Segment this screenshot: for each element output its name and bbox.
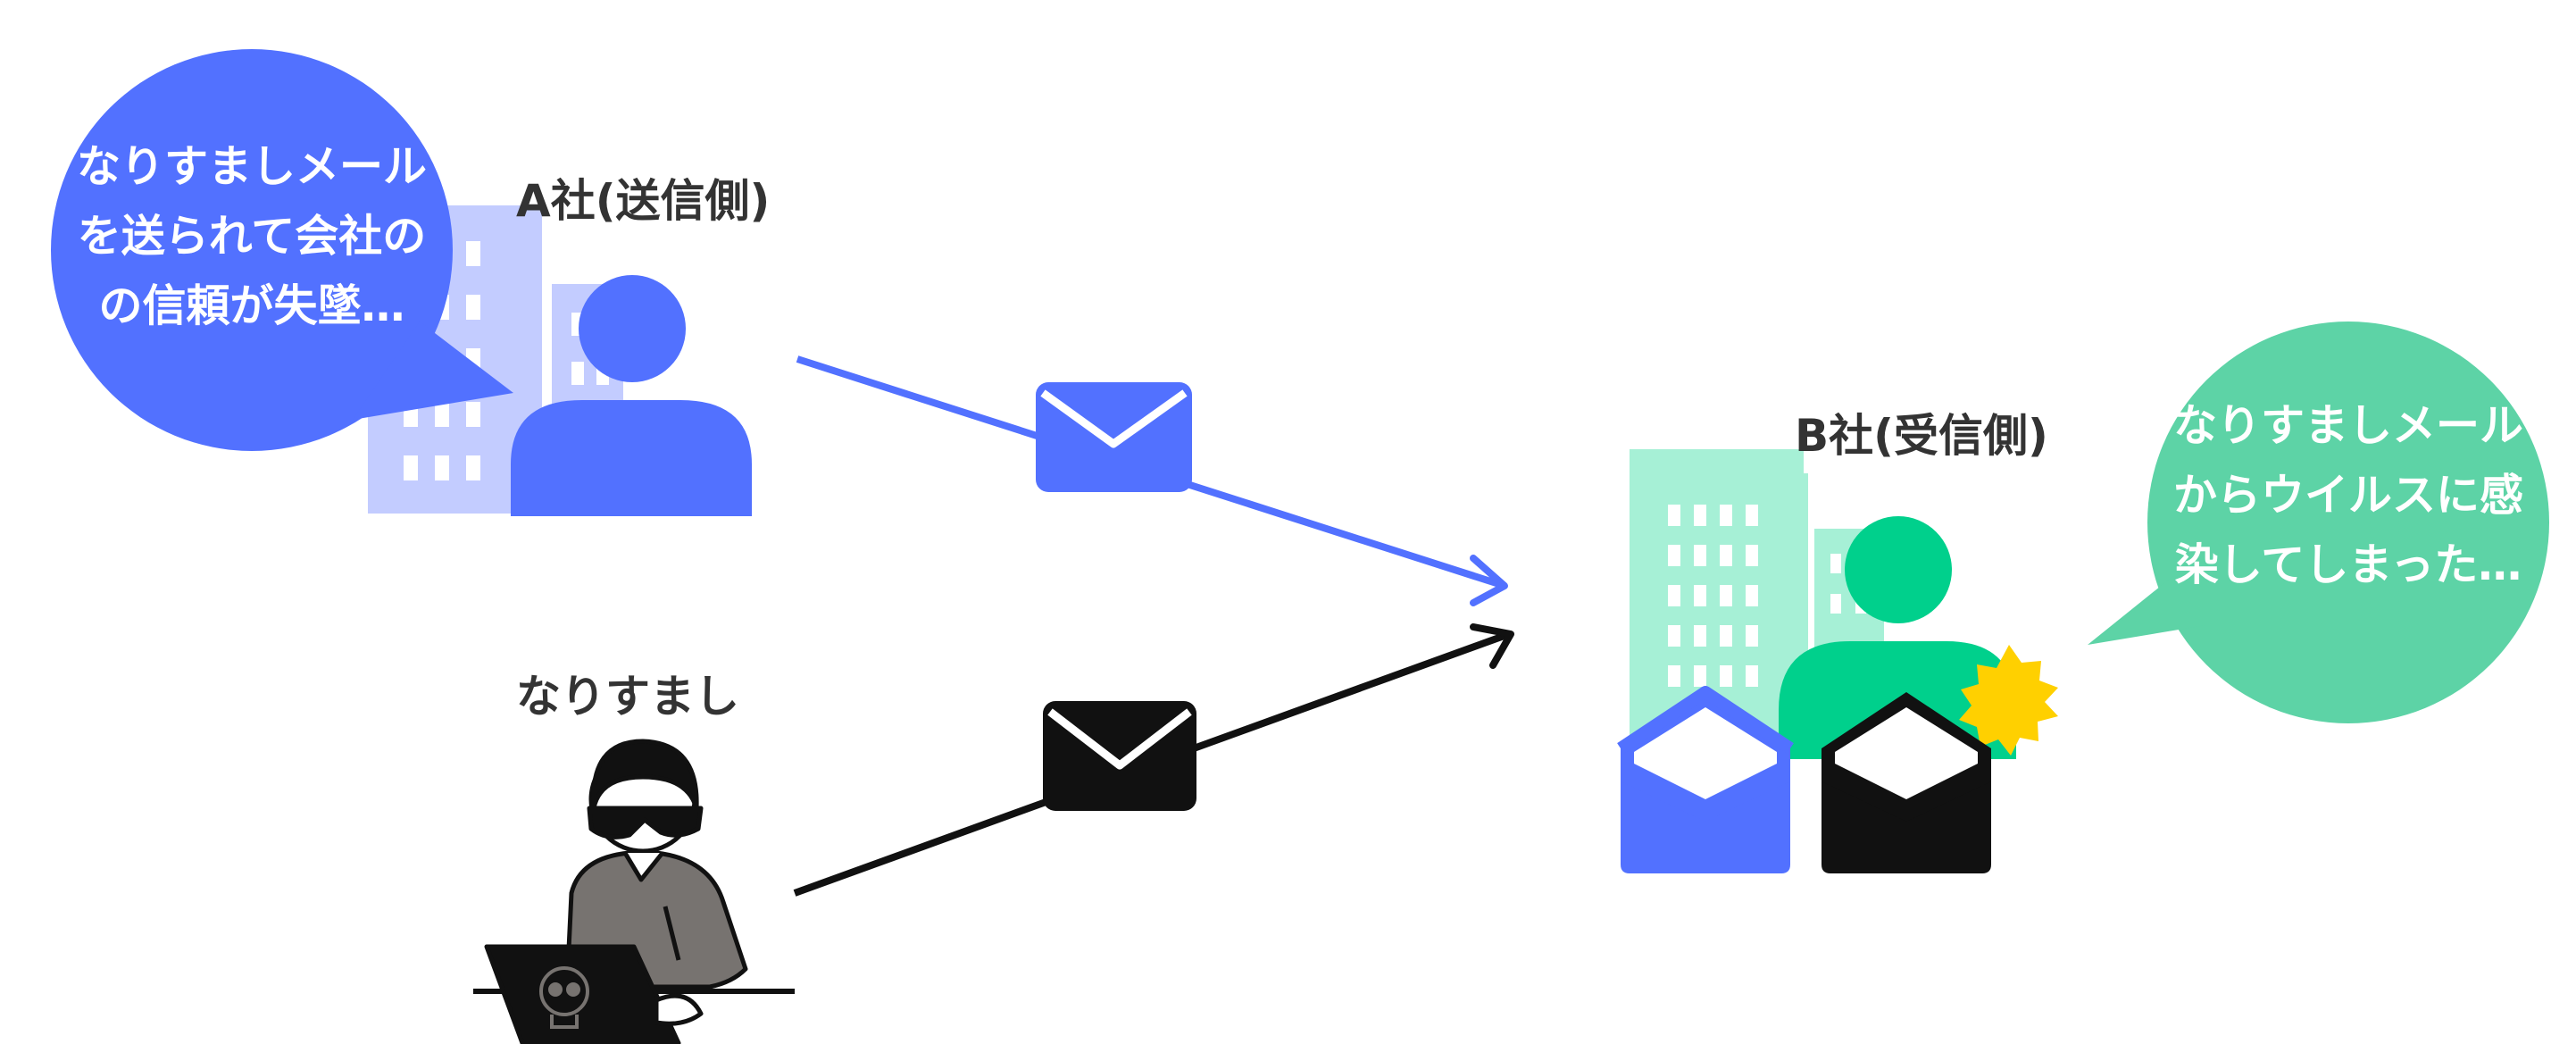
receiver-label: B社(受信側) <box>1795 410 2048 462</box>
receiver-bubble-line: 染してしまった… <box>2174 539 2522 590</box>
receiver-speech-bubble <box>2088 322 2549 723</box>
virus-burst-icon <box>1959 645 2058 756</box>
sender-bubble-text: なりすましメール を送られて会社の の信頼が失墜… <box>55 132 448 341</box>
sender-bubble-line: なりすましメール <box>76 141 427 192</box>
sender-bubble-line: を送られて会社の <box>77 211 427 262</box>
receiver-bubble-line: なりすましメール <box>2172 400 2523 451</box>
impersonator-label: なりすまし <box>516 671 739 722</box>
sender-person-icon <box>511 275 752 516</box>
receiver-bubble-text: なりすましメール からウイルスに感 染してしまった… <box>2147 391 2549 600</box>
sender-label: A社(送信側) <box>516 175 771 227</box>
spoofed-envelope-icon <box>1043 701 1196 811</box>
skull-icon <box>539 966 589 1029</box>
sender-speech-bubble <box>51 49 513 451</box>
sender-building-icon <box>368 205 623 514</box>
opened-spoofed-envelope-icon <box>1822 692 1991 873</box>
hacker-icon <box>473 739 795 1044</box>
sender-bubble-line: の信頼が失墜… <box>98 280 405 331</box>
opened-legit-envelope-icon <box>1617 686 1794 873</box>
legit-envelope-icon <box>1036 382 1192 492</box>
receiver-bubble-line: からウイルスに感 <box>2172 470 2523 521</box>
